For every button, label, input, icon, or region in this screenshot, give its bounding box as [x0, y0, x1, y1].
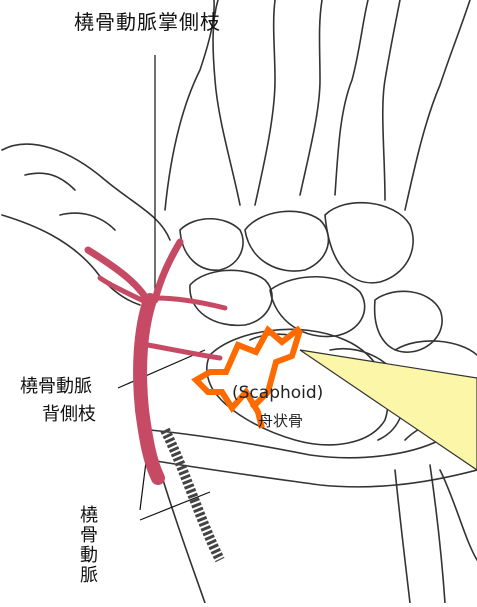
scaphoid-label-jp: 舟状骨	[258, 410, 303, 431]
artery-branch-upper	[155, 298, 225, 308]
leader-lines	[118, 55, 210, 520]
highlight-beam	[300, 350, 477, 470]
scaphoid-label-en: (Scaphoid)	[232, 383, 323, 403]
dorsal-branch-label-line2: 背側枝	[42, 400, 96, 426]
radial-vein-shading	[165, 430, 220, 560]
palmar-branch-label: 橈骨動脈掌側枝	[74, 6, 221, 35]
radial-artery-trunk	[140, 300, 158, 478]
radial-artery-label: 橈骨動脈	[78, 505, 96, 585]
artery-branch-dorsal	[148, 345, 220, 358]
artery-branch-thumb	[88, 250, 150, 305]
radial-artery-branches	[88, 242, 225, 478]
dorsal-branch-label-line1: 橈骨動脈	[20, 372, 92, 398]
artery-branch-palmar	[155, 242, 180, 300]
